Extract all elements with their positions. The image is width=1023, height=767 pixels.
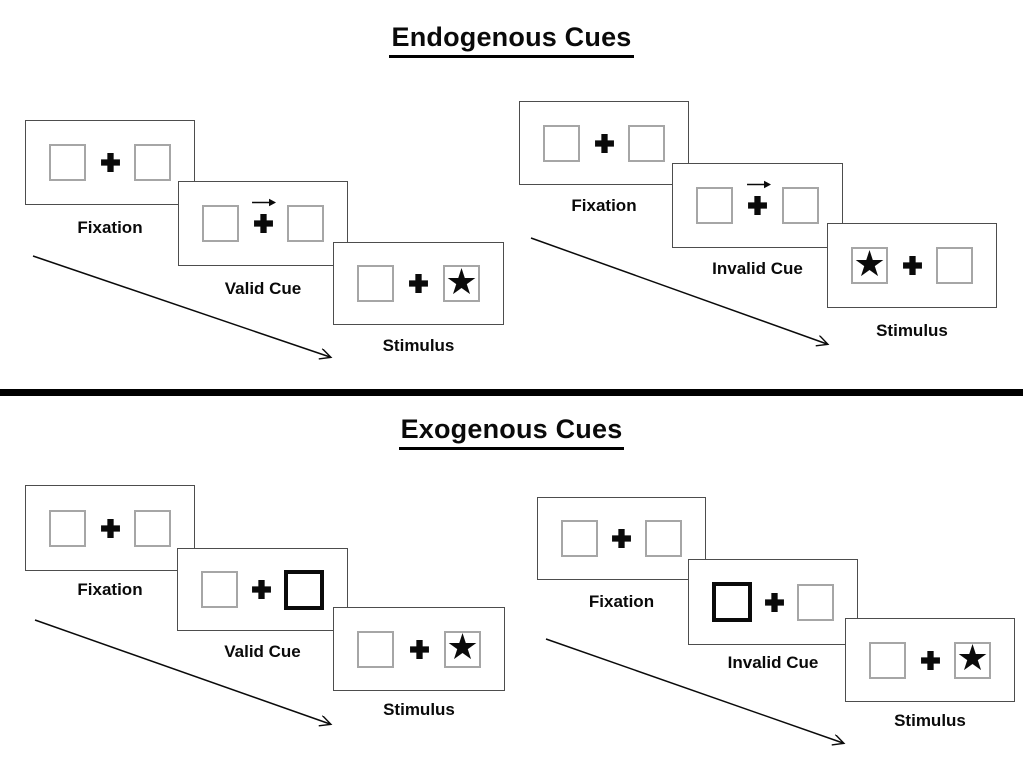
step-label-fixation: Fixation: [571, 196, 637, 215]
section-title-exogenous: Exogenous Cues: [398, 414, 625, 450]
right-box: [287, 205, 324, 242]
step-label-cue: Valid Cue: [224, 279, 302, 298]
cue-card: [178, 181, 348, 266]
step-label-stimulus: Stimulus: [876, 321, 948, 340]
step-label-fixation: Fixation: [588, 592, 655, 611]
right-box: [782, 187, 819, 224]
left-box: [561, 520, 598, 557]
right-box: [797, 583, 834, 621]
right-arrow-cue-icon: [252, 198, 277, 207]
cue-card: [672, 163, 843, 248]
endogenous-section-header: Endogenous Cues: [0, 22, 1023, 58]
left-box: [543, 124, 580, 162]
stimulus-card: ★: [333, 607, 505, 691]
step-label-cue: Invalid Cue: [712, 259, 803, 278]
fixation-cross-icon: [92, 518, 129, 539]
fixation-cross-icon: [603, 528, 640, 549]
left-box: [201, 571, 238, 608]
fixation-cross-icon: [739, 180, 776, 216]
timeline-arrow-exogenous-valid: [34, 619, 330, 724]
right-arrow-cue-icon: [746, 180, 771, 189]
left-box: [357, 265, 394, 302]
star-stimulus-icon: ★: [956, 638, 989, 679]
fixation-cross-icon: [912, 650, 949, 671]
fixation-cross-icon: [243, 579, 280, 600]
left-box: [49, 144, 86, 181]
step-label-fixation: Fixation: [77, 580, 143, 599]
star-stimulus-icon: ★: [853, 243, 886, 285]
fixation-cross-icon: [756, 592, 793, 613]
right-box: [134, 144, 171, 181]
section-title-endogenous: Endogenous Cues: [389, 22, 634, 58]
right-box: [645, 520, 682, 557]
step-label-cue: Valid Cue: [224, 642, 301, 661]
step-label-stimulus: Stimulus: [383, 700, 455, 719]
left-box-star-target: ★: [851, 243, 888, 285]
fixation-cross-icon: [400, 273, 437, 294]
star-stimulus-icon: ★: [446, 627, 479, 668]
fixation-cross-icon: [586, 133, 623, 154]
left-box-bold-cue: [712, 582, 752, 622]
step-label-stimulus: Stimulus: [382, 336, 455, 355]
timeline-arrow-endogenous-valid: [32, 255, 330, 357]
step-label-stimulus: Stimulus: [894, 711, 966, 730]
left-box: [869, 641, 906, 679]
timeline-arrow-endogenous-invalid: [530, 237, 827, 344]
fixation-card: [25, 485, 195, 571]
right-box: [628, 124, 665, 162]
stimulus-card: ★: [827, 223, 997, 308]
fixation-cross-icon: [245, 198, 282, 234]
right-box-star-target: ★: [444, 627, 481, 668]
fixation-card: [537, 497, 706, 580]
stimulus-card: ★: [845, 618, 1015, 702]
left-box: [696, 187, 733, 224]
stimulus-card: ★: [333, 242, 504, 325]
cue-card: [177, 548, 348, 631]
right-box-bold-cue: [284, 569, 324, 610]
right-box-star-target: ★: [954, 638, 991, 679]
section-divider: [0, 389, 1023, 396]
fixation-cross-icon: [401, 639, 438, 660]
right-box: [134, 509, 171, 547]
fixation-card: [25, 120, 195, 205]
step-label-fixation: Fixation: [77, 218, 143, 237]
left-box: [49, 509, 86, 547]
fixation-cross-icon: [894, 255, 931, 276]
right-box: [936, 247, 973, 284]
fixation-card: [519, 101, 689, 185]
step-label-cue: Invalid Cue: [727, 653, 819, 672]
left-box: [357, 630, 394, 668]
fixation-cross-icon: [92, 152, 129, 173]
cue-card: [688, 559, 858, 645]
left-box: [202, 205, 239, 242]
exogenous-section-header: Exogenous Cues: [0, 414, 1023, 450]
right-box-star-target: ★: [443, 261, 480, 303]
star-stimulus-icon: ★: [445, 261, 478, 303]
